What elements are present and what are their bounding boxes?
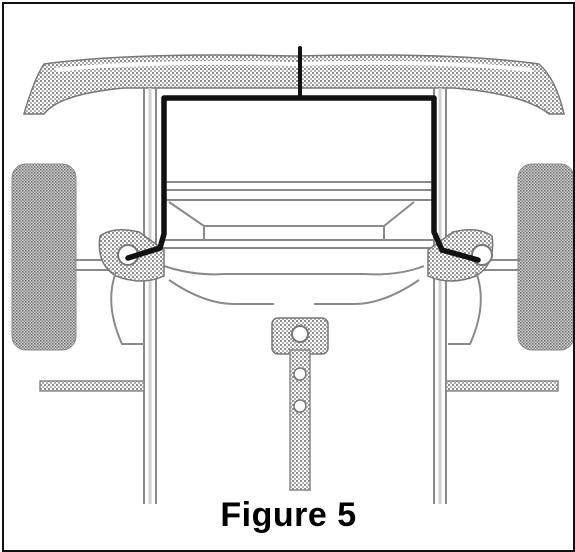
lower-crossbars — [39, 380, 559, 392]
front-bumper — [23, 54, 565, 115]
suspension-diagram — [11, 46, 573, 504]
left-knuckle — [98, 229, 165, 345]
steering-linkage — [271, 317, 329, 491]
sway-bar — [125, 46, 481, 263]
right-tire — [517, 163, 573, 351]
cross-member — [162, 181, 436, 249]
figure-caption: Figure 5 — [220, 496, 357, 534]
left-tire — [11, 163, 77, 351]
